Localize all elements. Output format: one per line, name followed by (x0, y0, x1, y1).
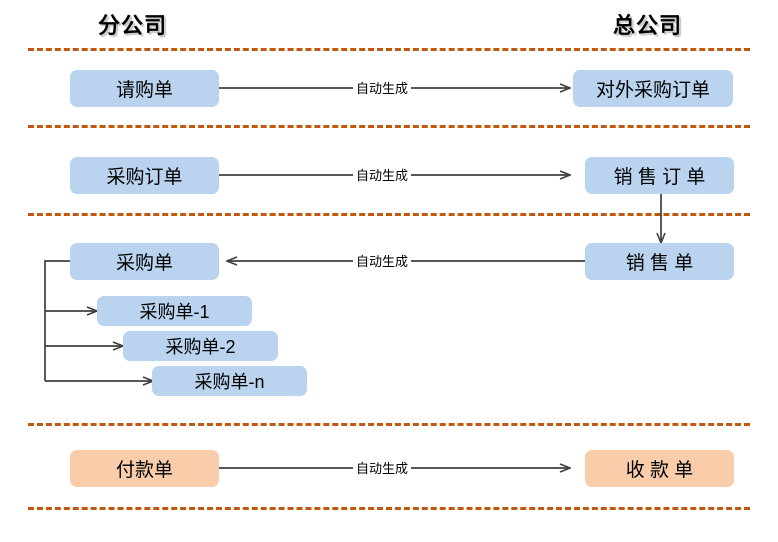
column-title-headquarter: 总公司 (613, 13, 683, 38)
node-receipt-note[interactable]: 收 款 单 (585, 450, 734, 487)
divider-line-4 (28, 423, 750, 426)
divider-line-5 (28, 507, 750, 510)
node-purchase-note-2[interactable]: 采购单-2 (123, 331, 278, 361)
divider-line-2 (28, 125, 750, 128)
node-sales-order[interactable]: 销 售 订 单 (585, 157, 734, 194)
node-purchase-note-n[interactable]: 采购单-n (152, 366, 307, 396)
connector-branch-trunk (44, 260, 70, 381)
node-payment-note[interactable]: 付款单 (70, 450, 219, 487)
divider-line-1 (28, 48, 750, 51)
node-purchase-note[interactable]: 采购单 (70, 243, 219, 280)
edge-label-payment-to-receipt: 自动生成 (353, 458, 412, 477)
column-title-branch: 分公司 (98, 13, 168, 38)
node-external-purchase-order[interactable]: 对外采购订单 (573, 70, 733, 107)
node-purchase-order[interactable]: 采购订单 (70, 157, 219, 194)
divider-line-3 (28, 213, 750, 216)
edge-label-purchase-request-to-external-po: 自动生成 (353, 78, 412, 97)
edge-label-sales-note-to-purchase-note: 自动生成 (353, 251, 412, 270)
node-sales-note[interactable]: 销 售 单 (585, 243, 734, 280)
edge-label-purchase-order-to-sales-order: 自动生成 (353, 165, 412, 184)
node-purchase-request[interactable]: 请购单 (70, 70, 219, 107)
node-purchase-note-1[interactable]: 采购单-1 (97, 296, 252, 326)
